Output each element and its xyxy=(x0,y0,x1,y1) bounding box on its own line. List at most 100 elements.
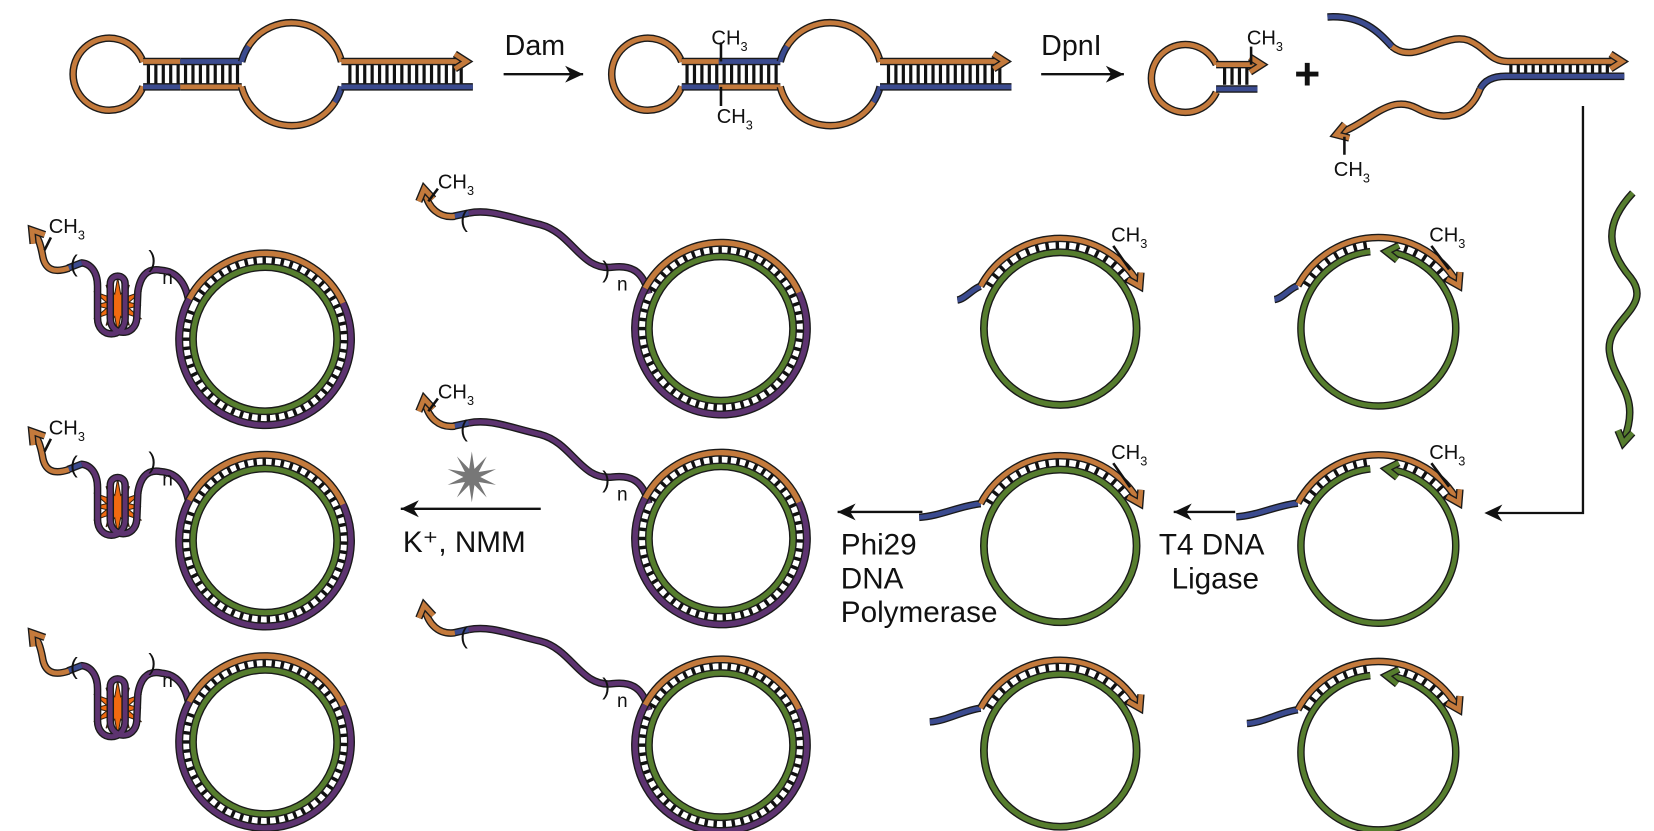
fork-top-adapter xyxy=(1327,14,1394,49)
base-pair-rung xyxy=(303,671,311,680)
base-pair-rung xyxy=(206,794,215,803)
base-pair-rung xyxy=(299,806,307,816)
base-pair-rung xyxy=(638,752,647,757)
base-pair-rung xyxy=(638,317,647,322)
base-pair-rung xyxy=(739,609,745,619)
rca-product-strand-outline xyxy=(175,297,355,430)
repeat-open-bracket: ( xyxy=(70,452,78,478)
base-pair-rung xyxy=(184,318,193,324)
base-pair-rung xyxy=(648,285,658,293)
methyl-main: CH xyxy=(1111,442,1140,464)
base-pair-rung xyxy=(203,281,212,290)
big-loop-bottom-outline xyxy=(237,85,338,130)
base-pair-rung xyxy=(713,612,718,622)
base-pair-rung xyxy=(640,517,649,524)
base-pair-rung xyxy=(291,407,298,417)
base-pair-rung xyxy=(1093,671,1100,680)
base-pair-rung xyxy=(735,247,741,257)
base-pair-rung xyxy=(336,759,346,766)
methyl-bond xyxy=(427,187,439,203)
base-pair-rung xyxy=(243,459,249,469)
base-pair-rung xyxy=(332,303,341,310)
primer-adapter-tail xyxy=(929,705,982,725)
adapter-segment xyxy=(67,663,83,674)
primer-tail xyxy=(422,192,456,219)
base-pair-rung xyxy=(182,327,192,333)
base-pair-rung xyxy=(793,727,803,733)
base-pair-rung xyxy=(673,468,682,478)
base-pair-rung xyxy=(257,614,262,624)
base-pair-rung xyxy=(762,598,771,607)
base-pair-rung xyxy=(1302,497,1311,505)
base-pair-rung xyxy=(653,277,662,286)
base-pair-rung xyxy=(1065,663,1070,672)
process-connector-line xyxy=(1494,105,1585,515)
base-pair-rung xyxy=(338,321,347,327)
methyl-label: CH3 xyxy=(49,216,85,242)
g-quadruplex-product-3: ()n xyxy=(27,627,355,831)
repeat-close-bracket: ) xyxy=(602,467,610,493)
fork-top-primer xyxy=(1390,36,1621,64)
methyl-bond xyxy=(43,236,53,251)
base-pair-rung xyxy=(317,280,326,289)
primer-tail xyxy=(422,608,456,636)
rca-product-strand xyxy=(632,496,810,627)
base-pair-rung xyxy=(186,712,196,719)
base-pair-rung xyxy=(1362,241,1368,250)
base-pair-rung xyxy=(1412,248,1419,257)
base-pair-rung xyxy=(317,682,326,691)
base-pair-rung xyxy=(332,706,341,713)
base-pair-rung xyxy=(694,399,701,408)
base-pair-rung xyxy=(769,382,778,392)
base-pair-rung xyxy=(773,269,782,278)
base-pair-rung xyxy=(677,601,685,611)
base-pair-rung xyxy=(213,397,222,407)
ligase-label-line1: T4 DNA xyxy=(1159,528,1265,561)
primer-adapter-tail xyxy=(1236,500,1299,520)
primer-tail-arrowhead xyxy=(416,184,436,203)
base-pair-rung xyxy=(194,378,204,386)
base-pair-rung xyxy=(303,268,311,277)
base-pair-rung xyxy=(1015,469,1022,478)
base-pair-rung xyxy=(759,467,767,477)
fork-top-arrowhead xyxy=(1609,52,1627,71)
base-pair-rung xyxy=(1352,667,1358,676)
base-pair-rung xyxy=(288,461,294,471)
base-pair-rung xyxy=(247,613,253,623)
base-pair-rung xyxy=(656,584,665,593)
base-pair-rung xyxy=(685,396,693,405)
base-pair-rung xyxy=(338,723,347,729)
primer-arc xyxy=(978,657,1142,710)
base-pair-rung xyxy=(786,572,795,580)
base-pair-rung xyxy=(257,413,262,422)
base-pair-rung xyxy=(310,676,319,685)
process-connector-arrowhead xyxy=(1484,504,1503,522)
base-pair-rung xyxy=(653,694,662,702)
base-pair-rung xyxy=(1006,258,1014,267)
base-pair-rung xyxy=(743,249,750,259)
base-pair-rung xyxy=(727,246,732,255)
base-pair-rung xyxy=(778,693,788,701)
circular-template xyxy=(646,253,796,404)
base-pair-rung xyxy=(247,412,253,421)
circular-template xyxy=(981,249,1140,408)
base-pair-rung xyxy=(310,475,319,484)
base-pair-rung xyxy=(677,392,685,401)
primer-arc xyxy=(1295,235,1461,287)
base-pair-rung xyxy=(646,360,655,367)
base-pair-rung xyxy=(642,508,652,515)
base-pair-rung xyxy=(238,611,245,620)
base-pair-rung xyxy=(638,527,647,532)
base-pair-rung xyxy=(662,797,671,806)
ligation-substrate-3 xyxy=(1246,657,1464,831)
base-pair-rung xyxy=(271,659,276,668)
base-pair-rung xyxy=(650,367,660,376)
base-pair-rung xyxy=(296,465,303,475)
base-pair-rung xyxy=(271,458,276,467)
tail-arrowhead xyxy=(453,52,471,71)
base-pair-rung xyxy=(794,337,804,343)
base-pair-rung xyxy=(773,686,782,695)
base-pair-rung xyxy=(1117,689,1125,698)
base-pair-rung xyxy=(640,553,649,559)
base-pair-rung xyxy=(751,253,759,263)
